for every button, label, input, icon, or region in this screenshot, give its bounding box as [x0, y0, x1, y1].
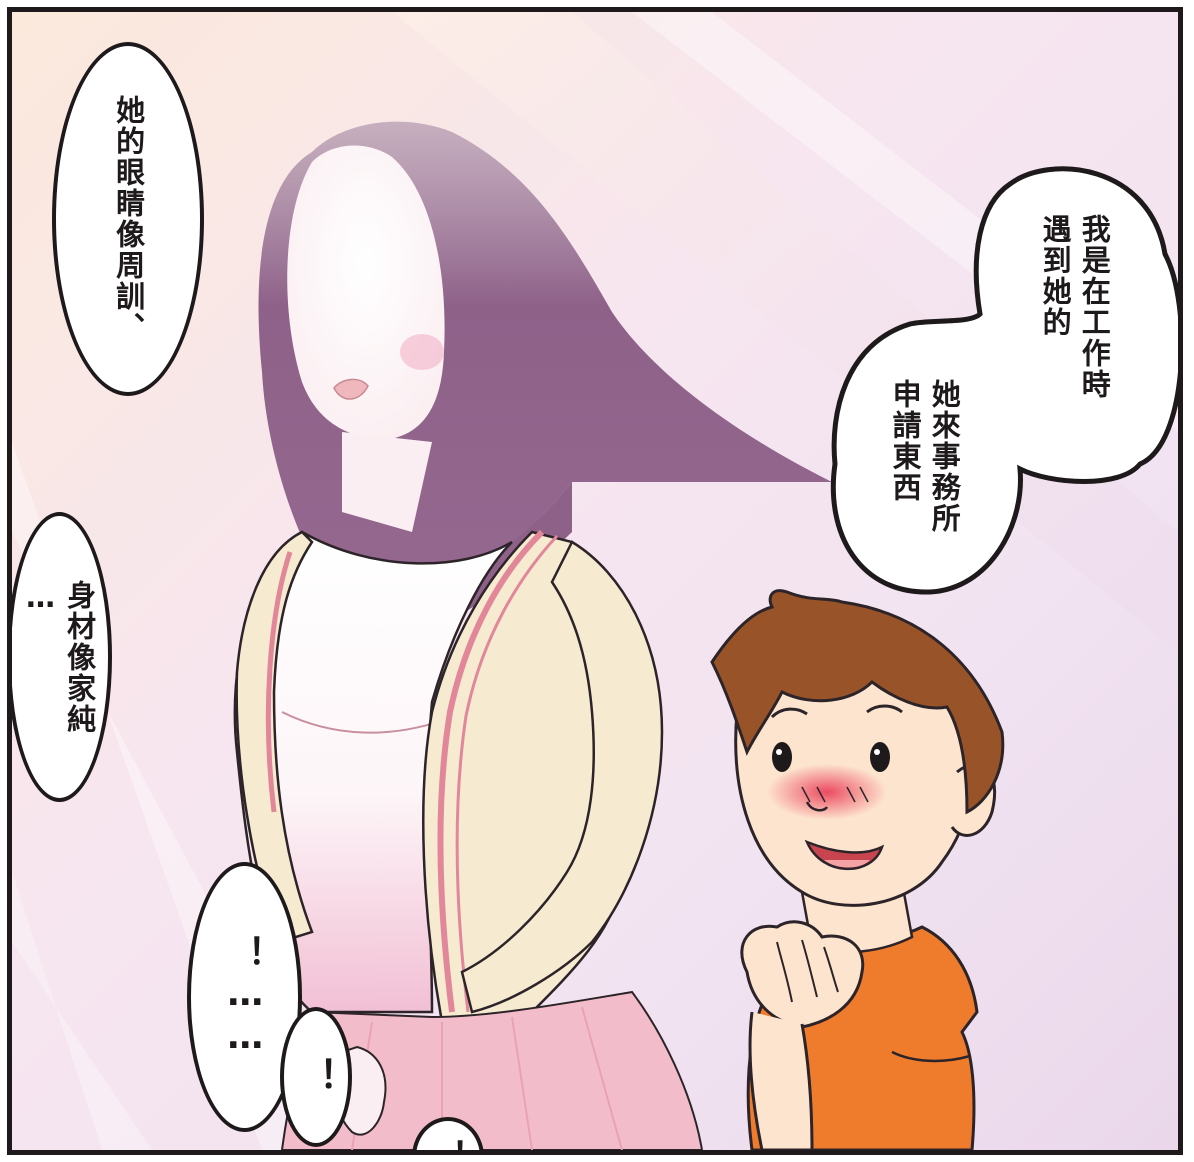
exclaim-text-1: ！……: [224, 935, 266, 1059]
boy-eye-left: [772, 742, 792, 772]
exclaim-text-2: ！: [294, 1057, 339, 1097]
exclaim-bubble-2: ！: [280, 1007, 352, 1147]
thought-bubble-outline: [830, 166, 1178, 595]
speech-text-work-2: 遇到她的: [1038, 214, 1073, 338]
speech-text-office-2: 申請東西: [888, 379, 923, 503]
woman-face: [287, 145, 445, 440]
speech-text-body: 身材像家純: [62, 579, 97, 735]
thought-bubble-work: 我是在工作時遇到她的 她來事務所申請東西: [820, 144, 1178, 596]
light-ray: [12, 872, 152, 1150]
speech-bubble-eyes: 她的眼睛像周訓、: [52, 42, 204, 396]
speech-text-body-ellipsis: …: [23, 579, 58, 616]
woman-arm: [460, 540, 664, 1014]
woman-lips: [333, 378, 369, 400]
comic-panel: 她的眼睛像周訓、 身材像家純… 我是在工作時遇到她的 她來事務所申請東西 ！………: [7, 7, 1183, 1155]
boy-hair: [710, 589, 1005, 815]
boy-eye-right: [870, 742, 890, 772]
speech-text-eyes: 她的眼睛像周訓、: [111, 95, 146, 343]
exclaim-text-3: ！: [425, 1139, 471, 1150]
speech-bubble-body: 身材像家純…: [12, 512, 112, 802]
boy-blush: [767, 764, 887, 820]
speech-text-work-1: 我是在工作時: [1077, 214, 1112, 400]
speech-text-office-1: 她來事務所: [927, 379, 962, 534]
